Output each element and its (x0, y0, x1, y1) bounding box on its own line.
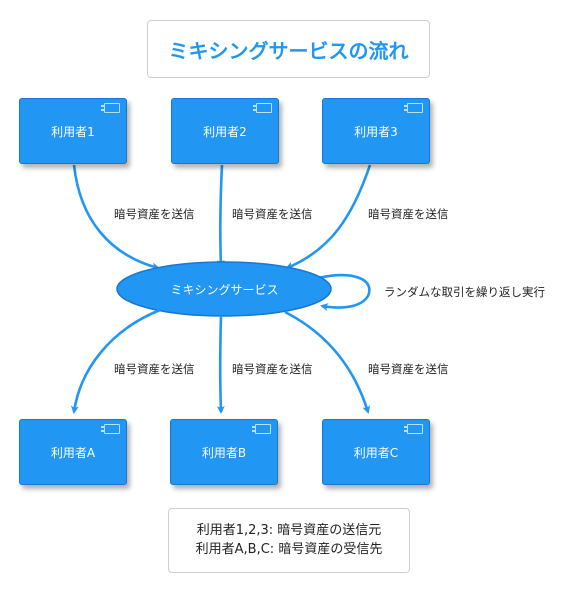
component-icon (252, 424, 271, 434)
component-icon (101, 103, 120, 113)
diagram-title: ミキシングサービスの流れ (147, 20, 430, 78)
edge-label-send-2: 暗号資産を送信 (232, 207, 313, 221)
edge-label-receive-a: 暗号資産を送信 (114, 362, 195, 376)
legend-note: 利用者1,2,3: 暗号資産の送信元 利用者A,B,C: 暗号資産の受信先 (168, 508, 410, 573)
edge-service-to-receiverB (216, 315, 225, 414)
edge-sender1-to-service (72, 164, 160, 271)
sender-node-3: 利用者3 (322, 98, 430, 164)
edge-label-receive-b: 暗号資産を送信 (232, 362, 313, 376)
sender-node-1: 利用者1 (19, 98, 127, 164)
component-icon (404, 424, 423, 434)
receiver-label: 利用者C (353, 445, 399, 460)
receiver-label: 利用者B (201, 445, 247, 460)
edge-sender2-to-service (216, 164, 225, 268)
edge-label-receive-c: 暗号資産を送信 (368, 362, 449, 376)
edge-label-send-1: 暗号資産を送信 (114, 207, 195, 221)
sender-node-2: 利用者2 (171, 98, 279, 164)
receiver-label: 利用者A (50, 445, 96, 460)
edge-label-send-3: 暗号資産を送信 (368, 207, 449, 221)
component-icon (101, 424, 120, 434)
mixing-service-label: ミキシングサービス (170, 282, 279, 297)
sender-label: 利用者1 (51, 124, 95, 139)
component-icon (404, 103, 423, 113)
edge-service-self-loop (317, 273, 371, 311)
legend-line-senders: 利用者1,2,3: 暗号資産の送信元 (196, 523, 382, 539)
sender-label: 利用者3 (354, 124, 398, 139)
edge-service-to-receiverC (284, 310, 371, 414)
mixing-service-node (116, 261, 332, 317)
edge-sender3-to-service (285, 164, 372, 270)
receiver-node-a: 利用者A (19, 419, 127, 485)
sender-label: 利用者2 (203, 124, 247, 139)
component-icon (253, 103, 272, 113)
edge-service-to-receiverA (70, 308, 161, 414)
receiver-node-c: 利用者C (322, 419, 430, 485)
legend-line-receivers: 利用者A,B,C: 暗号資産の受信先 (195, 541, 383, 557)
loop-label: ランダムな取引を繰り返し実行 (384, 285, 545, 299)
receiver-node-b: 利用者B (170, 419, 278, 485)
